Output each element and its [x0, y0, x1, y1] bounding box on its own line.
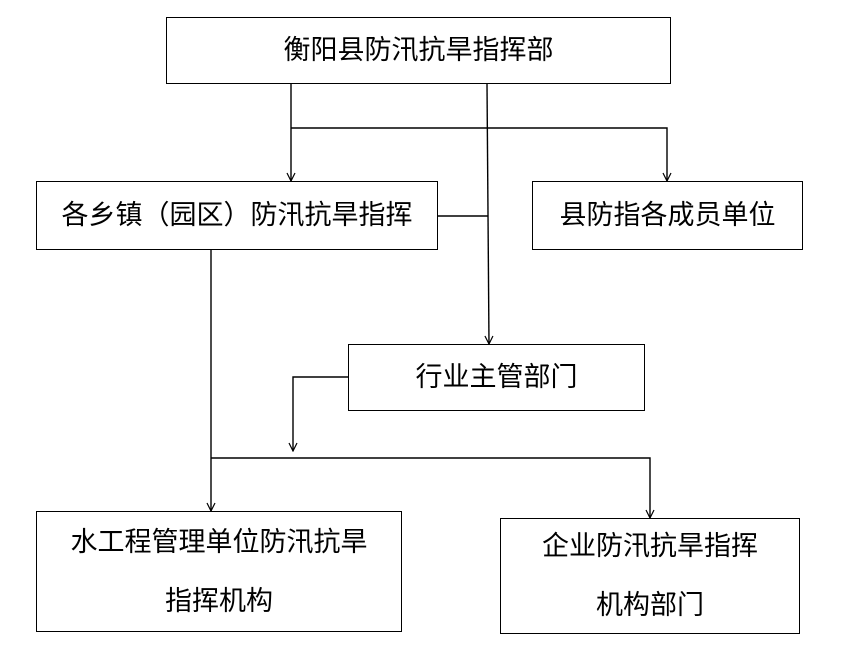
township-label: 各乡镇（园区）防汛抗旱指挥 — [61, 200, 413, 231]
enterprise-label-line2: 机构部门 — [596, 590, 704, 621]
water-management-label-line1: 水工程管理单位防汛抗旱 — [70, 526, 368, 558]
hq-label: 衡阳县防汛抗旱指挥部 — [283, 35, 554, 66]
member-units-box: 县防指各成员单位 — [532, 181, 803, 250]
township-box: 各乡镇（园区）防汛抗旱指挥 — [36, 181, 438, 250]
member-units-label: 县防指各成员单位 — [559, 200, 776, 231]
industry-dept-box: 行业主管部门 — [348, 344, 645, 411]
industry-dept-label: 行业主管部门 — [415, 362, 578, 393]
industry-to-bus-arrow — [293, 376, 348, 451]
enterprise-label-line1: 企业防汛抗旱指挥 — [542, 531, 758, 562]
enterprise-box: 企业防汛抗旱指挥 机构部门 — [500, 518, 800, 634]
hq-box: 衡阳县防汛抗旱指挥部 — [166, 17, 671, 84]
hq-to-members-arrow — [291, 127, 667, 181]
hq-to-industry-arrow — [487, 83, 489, 344]
water-management-box: 水工程管理单位防汛抗旱 指挥机构 — [36, 511, 402, 632]
bus-to-enterprise-arrow — [211, 457, 650, 518]
water-management-label-line2: 指挥机构 — [165, 585, 273, 617]
